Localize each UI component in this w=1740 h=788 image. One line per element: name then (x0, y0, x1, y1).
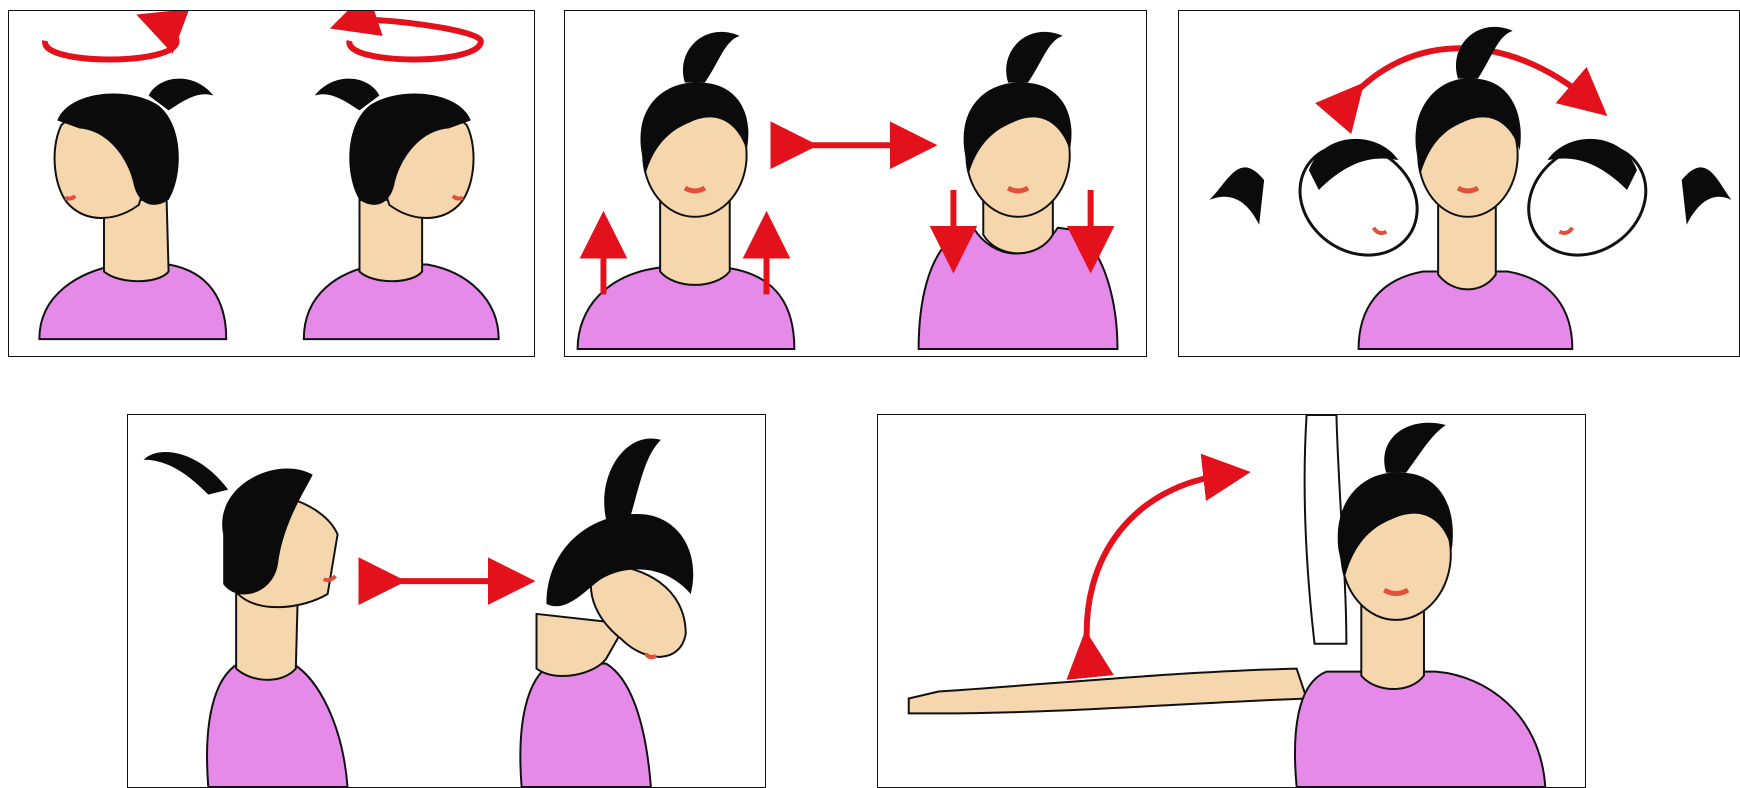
shoulder-shrug-illustration (565, 11, 1146, 356)
figure-head-bent (520, 438, 693, 787)
horizontal-arm (909, 669, 1307, 714)
figure-shoulders-up (578, 32, 795, 349)
curved-double-arrow-icon (1087, 475, 1227, 654)
figure-shoulders-down (919, 32, 1118, 349)
circular-arrow-icon (349, 20, 480, 60)
figure-tilt-left (1209, 122, 1438, 277)
neck-forward-bend-illustration (128, 415, 765, 787)
figure-tilt-right (1507, 122, 1731, 277)
neck-side-tilt-illustration (1179, 11, 1739, 356)
exercise-panel-arm-raise (877, 414, 1586, 788)
figure-profile-left (39, 79, 226, 339)
exercise-panel-head-rotation (8, 10, 535, 357)
exercise-panel-neck-forward-bend (127, 414, 766, 788)
figure-head-upright (144, 452, 348, 787)
circular-arrow-icon (45, 23, 176, 60)
exercise-panel-shoulder-shrug (564, 10, 1147, 357)
figure-profile-right (304, 79, 499, 339)
exercise-panel-neck-side-tilt (1178, 10, 1740, 357)
arm-raise-illustration (878, 415, 1585, 787)
head-rotation-illustration (9, 11, 534, 356)
